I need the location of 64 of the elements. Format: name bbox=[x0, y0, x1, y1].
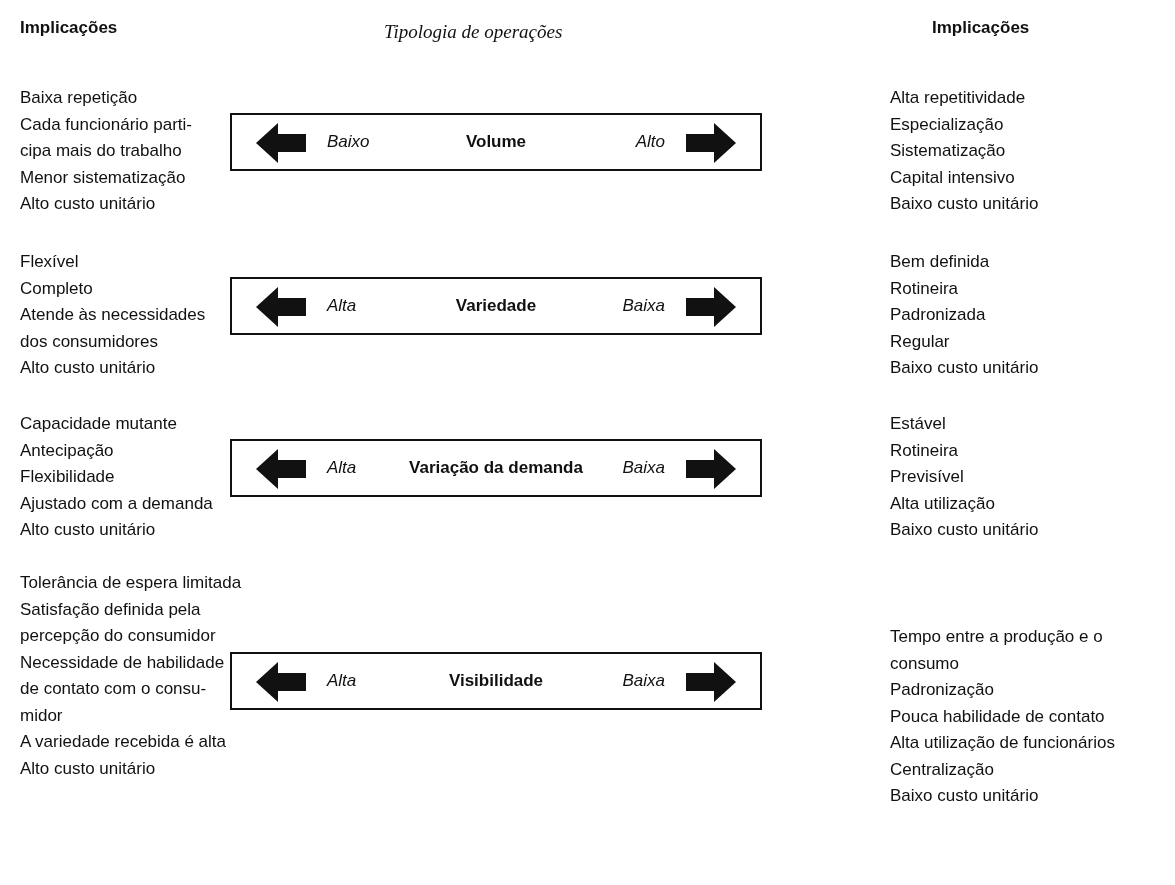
implication-text: Padronização bbox=[890, 680, 994, 700]
implication-text: Alta repetitividade bbox=[890, 88, 1026, 108]
diagram-title: Tipologia de operações bbox=[384, 22, 563, 42]
implication-text: Baixo custo unitário bbox=[890, 520, 1039, 540]
dimension-label: Visibilidade bbox=[448, 671, 544, 691]
column-heading: Implicações bbox=[20, 18, 118, 38]
implication-text: Previsível bbox=[890, 467, 964, 487]
scale-box bbox=[230, 439, 762, 497]
implication-text: Alto custo unitário bbox=[20, 520, 156, 540]
implication-text: de contato com o consu- bbox=[20, 679, 207, 699]
implication-text: Estável bbox=[890, 414, 946, 434]
implication-text: Baixa repetição bbox=[20, 88, 138, 108]
dimension-label: Variação da demanda bbox=[409, 458, 583, 478]
implication-text: Alto custo unitário bbox=[20, 358, 156, 378]
implication-text: Flexível bbox=[20, 252, 79, 272]
implication-text: Padronizada bbox=[890, 305, 986, 325]
implication-text: Cada funcionário parti- bbox=[20, 114, 192, 135]
implication-text: Necessidade de habilidade bbox=[20, 652, 225, 673]
implication-text: Capacidade mutante bbox=[20, 414, 177, 434]
implication-text: consumo bbox=[890, 653, 959, 674]
scale-box bbox=[230, 652, 762, 710]
scale-end-label: Baixa bbox=[622, 296, 665, 316]
implication-text: Baixo custo unitário bbox=[890, 194, 1039, 214]
implication-text: Ajustado com a demanda bbox=[20, 493, 213, 514]
implication-text: Pouca habilidade de contato bbox=[890, 706, 1105, 727]
implication-text: Capital intensivo bbox=[890, 167, 1015, 188]
implication-text: Alta utilização de funcionários bbox=[890, 733, 1115, 753]
scale-end-label: Alta bbox=[327, 296, 357, 316]
implication-text: A variedade recebida é alta bbox=[20, 732, 227, 752]
dimension-label: Volume bbox=[465, 132, 527, 152]
dimension-label: Variedade bbox=[455, 296, 537, 316]
implication-text: Flexibilidade bbox=[20, 467, 115, 487]
implication-text: Baixo custo unitário bbox=[890, 358, 1039, 378]
scale-box bbox=[230, 113, 762, 171]
implication-text: midor bbox=[20, 705, 63, 726]
implication-text: Especialização bbox=[890, 114, 1004, 135]
implication-text: Alto custo unitário bbox=[20, 758, 156, 779]
implication-text: Menor sistematização bbox=[20, 167, 186, 188]
implication-text: Atende às necessidades bbox=[20, 305, 206, 325]
scale-end-label: Baixo bbox=[327, 132, 370, 152]
scale-end-label: Alta bbox=[327, 671, 357, 691]
implication-text: Bem definida bbox=[890, 252, 990, 272]
scale-end-label: Alta bbox=[327, 458, 357, 478]
implication-text: dos consumidores bbox=[20, 331, 158, 352]
implication-text: percepção do consumidor bbox=[20, 626, 216, 646]
scale-box bbox=[230, 277, 762, 335]
implication-text: Regular bbox=[890, 331, 950, 352]
implication-text: Rotineira bbox=[890, 278, 959, 299]
scale-end-label: Baixa bbox=[622, 671, 665, 691]
implication-text: Centralização bbox=[890, 759, 994, 780]
column-heading: Implicações bbox=[932, 18, 1030, 38]
implication-text: Antecipação bbox=[20, 440, 114, 461]
implication-text: Tolerância de espera limitada bbox=[20, 573, 242, 593]
implication-text: Baixo custo unitário bbox=[890, 786, 1039, 806]
implication-text: Sistematização bbox=[890, 141, 1006, 161]
implication-text: Rotineira bbox=[890, 440, 959, 461]
implication-text: Alta utilização bbox=[890, 493, 995, 514]
implication-text: Tempo entre a produção e o bbox=[890, 627, 1103, 647]
implication-text: Completo bbox=[20, 278, 93, 299]
implication-text: Alto custo unitário bbox=[20, 194, 156, 214]
implication-text: cipa mais do trabalho bbox=[20, 141, 182, 161]
scale-end-label: Baixa bbox=[622, 458, 665, 478]
implication-text: Satisfação definida pela bbox=[20, 599, 201, 620]
scale-end-label: Alto bbox=[635, 132, 665, 152]
